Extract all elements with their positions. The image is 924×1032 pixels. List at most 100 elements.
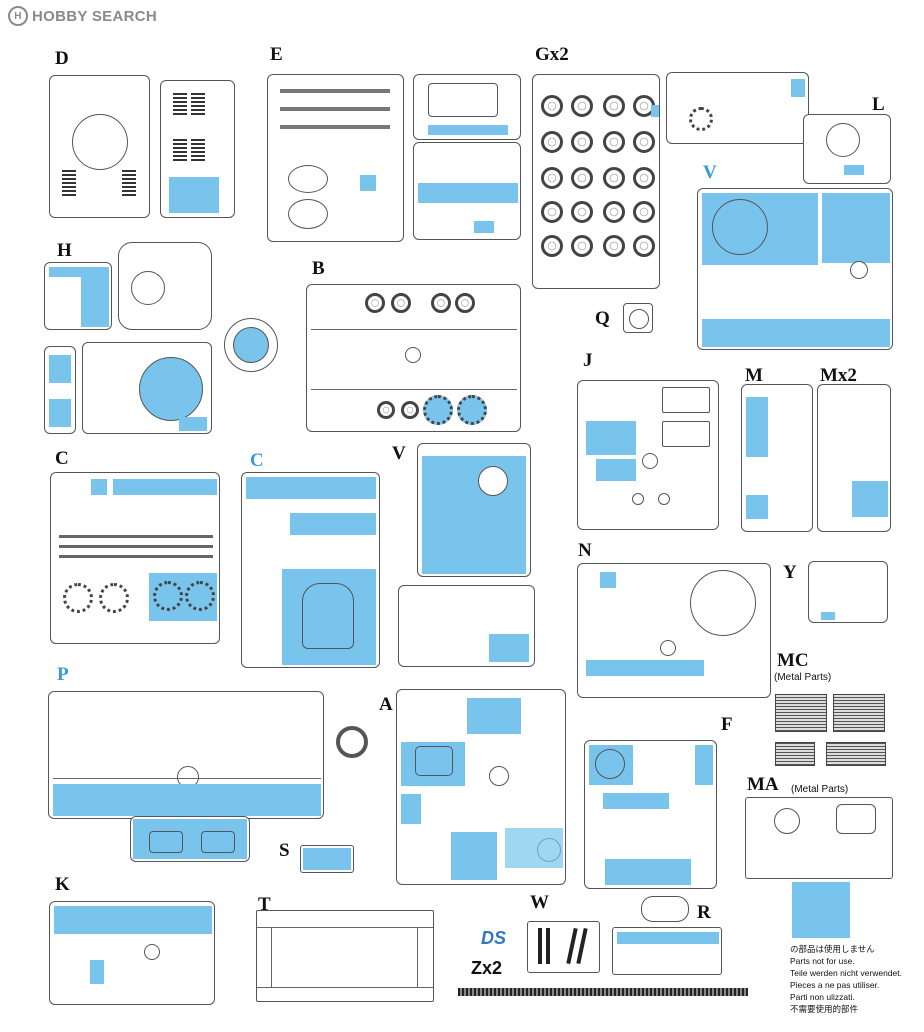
track-link-part — [546, 928, 550, 964]
small-disc-part — [658, 493, 670, 505]
mc-metal-note: (Metal Parts) — [774, 672, 832, 683]
engine-grille-part — [122, 170, 136, 196]
unused-part-area — [586, 421, 636, 455]
unused-part-area — [844, 165, 864, 175]
grille-part — [173, 137, 187, 161]
sprue-e-top-right — [413, 74, 521, 140]
unused-part-area — [467, 698, 521, 734]
turret-ring-part — [690, 570, 756, 636]
sprue-gate-ring — [489, 766, 509, 786]
unused-part-area — [290, 513, 376, 535]
turret-roof-part — [712, 199, 768, 255]
sprue-e — [267, 74, 404, 242]
metal-mesh-part — [775, 694, 827, 732]
sprue-gate-ring — [660, 640, 676, 656]
sprue-label-b: B — [312, 258, 325, 279]
unused-part-area — [428, 125, 508, 135]
unused-part-area — [81, 273, 109, 327]
sprue-label-h: H — [57, 240, 72, 261]
dragon-ds-logo: DS — [481, 928, 507, 948]
tow-cable-part — [288, 165, 328, 193]
unused-part-area — [401, 794, 421, 824]
idler-wheel-part — [365, 293, 385, 313]
sprue-label-j: J — [583, 350, 593, 371]
fender-part — [280, 107, 390, 111]
road-wheel-part — [603, 95, 625, 117]
grille-part — [191, 137, 205, 161]
road-wheel-arm-part — [149, 831, 183, 853]
unused-part-area — [53, 784, 321, 816]
sprue-ma — [745, 797, 893, 879]
sprue-k — [49, 901, 215, 1005]
sprue-label-w: W — [530, 892, 549, 913]
sprue-h-main — [82, 342, 212, 434]
sprue-q — [623, 303, 653, 333]
legend-line-zh: 不需要使用的部件 — [790, 1004, 859, 1014]
turret-ring-part — [233, 327, 269, 363]
ring-part-15 — [336, 726, 368, 758]
sprue-n — [577, 563, 771, 698]
cupola-part — [131, 271, 165, 305]
metal-disc-part — [774, 808, 800, 834]
fender-part — [280, 89, 390, 93]
hatch-part — [629, 309, 649, 329]
unused-part-area — [600, 572, 616, 588]
sprue-gate-ring — [642, 453, 658, 469]
legend-text: の部品は使用しません Parts not for use. Teile werd… — [790, 943, 902, 1015]
sprue-label-p: P — [57, 664, 69, 685]
hull-edge — [271, 927, 273, 987]
unused-part-area — [651, 105, 659, 117]
sprocket-part — [423, 395, 453, 425]
sprue-label-t: T — [258, 894, 271, 915]
sprue-l — [803, 114, 891, 184]
sprue-label-a: A — [379, 694, 393, 715]
hull-edge — [257, 927, 433, 929]
sprue-label-c-blue: C — [250, 450, 264, 471]
road-wheel-part — [541, 167, 563, 189]
road-wheel-part — [541, 201, 563, 223]
unused-part-area — [49, 267, 109, 277]
sprue-c-blue — [241, 472, 380, 668]
unused-part-area — [54, 906, 212, 934]
unused-part-area — [821, 612, 835, 620]
unused-part-area — [90, 960, 104, 984]
sprue-label-q: Q — [595, 308, 610, 329]
hull-edge — [257, 987, 433, 989]
sprue-label-k: K — [55, 874, 70, 895]
turret-ring-gear-part — [139, 357, 203, 421]
unused-part-area — [474, 221, 494, 233]
unused-part-area — [586, 660, 704, 676]
unused-part-area — [179, 417, 207, 431]
sprue-label-c-left: C — [55, 448, 69, 469]
road-wheel-part — [603, 167, 625, 189]
engine-deck-part — [415, 746, 453, 776]
legend-line-en: Parts not for use. — [790, 956, 855, 966]
turret-ring-part — [72, 114, 128, 170]
sprue-label-gx2: Gx2 — [535, 44, 569, 65]
sprue-label-zx2: Zx2 — [471, 958, 503, 978]
sprocket-part — [99, 583, 129, 613]
sprue-label-y: Y — [783, 562, 797, 583]
sprocket-part — [185, 581, 215, 611]
sprue-label-r: R — [697, 902, 711, 923]
unused-part-area — [91, 479, 107, 495]
unused-part-area — [791, 79, 805, 97]
unused-part-area — [746, 397, 768, 457]
metal-mesh-part — [826, 742, 886, 766]
sprue-h-strip — [44, 346, 76, 434]
sprue-gate-ring — [405, 347, 421, 363]
sprue-p — [48, 691, 324, 819]
unused-part-area — [451, 832, 497, 880]
idler-wheel-part — [391, 293, 411, 313]
unused-part-area — [49, 355, 71, 383]
unused-part-area — [360, 175, 376, 191]
sprue-v-top — [697, 188, 893, 350]
sprue-h-ring — [224, 318, 278, 372]
return-roller-part — [401, 401, 419, 419]
track-link-part — [576, 927, 588, 965]
sprue-t-hull-bottom — [256, 910, 434, 1002]
hobbysearch-logo[interactable]: H HOBBY SEARCH — [8, 6, 157, 26]
track-pin-bar — [59, 535, 213, 538]
sprue-j — [577, 380, 719, 530]
sprue-label-v-mid: V — [392, 443, 406, 464]
